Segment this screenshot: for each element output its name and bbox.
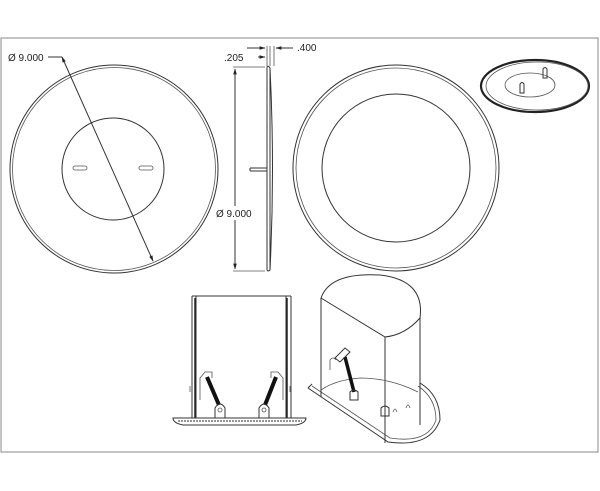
- front-view: Ø 9.000: [8, 53, 219, 274]
- thickness-label-left: .205: [224, 53, 244, 64]
- side-diameter-label: Ø 9.000: [216, 209, 252, 220]
- bracket-front-view: [172, 295, 307, 426]
- back-view: [292, 64, 500, 272]
- front-diameter-label: Ø 9.000: [8, 53, 44, 64]
- thickness-label-right: .400: [297, 43, 317, 54]
- bracket-isometric-view: [307, 274, 441, 444]
- side-view: Ø 9.000 .205 .400: [214, 43, 317, 272]
- drawing-frame: [0, 37, 599, 453]
- isometric-plate-view: [479, 58, 591, 114]
